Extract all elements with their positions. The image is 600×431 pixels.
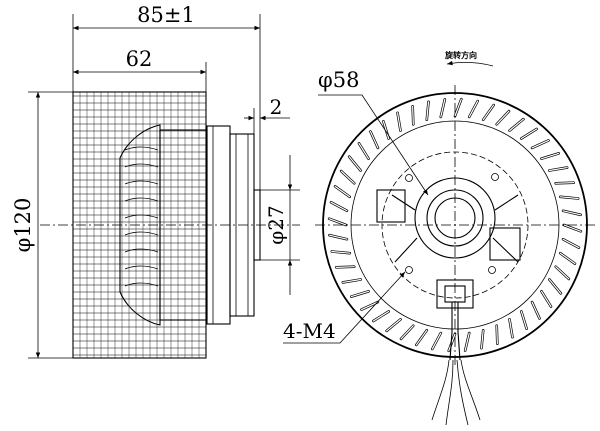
rotation-direction-label: 旋转方向 (444, 50, 477, 60)
mounting-holes (405, 173, 499, 274)
side-view: 85±1 62 2 φ120 φ27 (11, 3, 300, 359)
overall-length-dimension: 85±1 (137, 3, 195, 27)
flange-gap-dimension: 2 (270, 95, 283, 119)
impeller-blade-slots (327, 97, 583, 353)
shaft-diameter-dimension: φ27 (264, 205, 288, 244)
outer-diameter-dimension: φ120 (11, 198, 35, 253)
mounting-holes-dimension: 4-M4 (283, 319, 336, 343)
motor-cone-ribs (124, 146, 159, 287)
front-view: 旋转方向 φ58 4-M4 (283, 50, 595, 426)
bolt-circle-dimension: φ58 (318, 68, 359, 92)
body-length-dimension: 62 (126, 47, 153, 71)
